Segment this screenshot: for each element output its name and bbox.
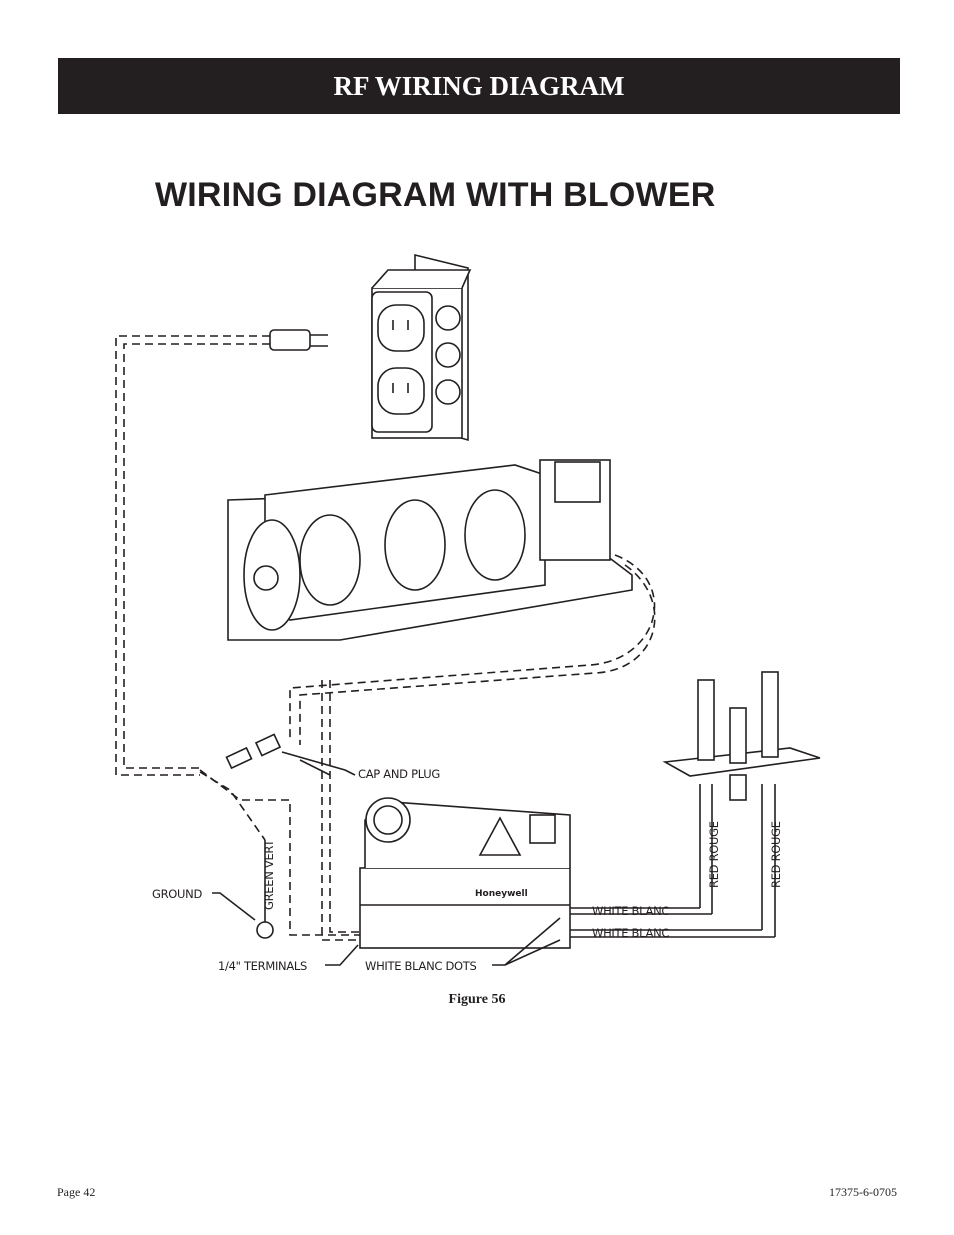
label-red-rouge-1: RED ROUGE [707, 821, 721, 888]
document-number: 17375-6-0705 [829, 1185, 897, 1199]
label-green-vert: GREEN VERT [262, 839, 276, 910]
ground-terminal [212, 840, 274, 939]
label-red-rouge-2: RED ROUGE [769, 821, 783, 888]
honeywell-logo: Honeywell [475, 889, 528, 899]
label-white-blanc-1: WHITE BLANC [592, 904, 669, 918]
page-title: WIRING DIAGRAM WITH BLOWER [155, 176, 716, 214]
leader-lines [299, 759, 561, 966]
electrical-outlet [371, 253, 472, 442]
blower-fan [227, 459, 633, 641]
section-banner: RF WIRING DIAGRAM [58, 58, 900, 114]
label-ground: GROUND [152, 887, 202, 901]
figure-caption: Figure 56 [448, 992, 506, 1007]
page-number: Page 42 [57, 1185, 96, 1199]
label-white-blanc-2: WHITE BLANC [592, 926, 669, 940]
pilot-assembly [662, 671, 821, 937]
label-terminals: 1/4" TERMINALS [218, 959, 307, 973]
power-plug [269, 329, 328, 351]
power-cord [115, 335, 270, 776]
blower-wires [199, 554, 656, 941]
label-white-blanc-dots: WHITE BLANC DOTS [365, 959, 477, 973]
label-cap-and-plug: CAP AND PLUG [358, 767, 440, 781]
gas-valve [359, 797, 775, 949]
cap-and-plug [225, 733, 356, 776]
